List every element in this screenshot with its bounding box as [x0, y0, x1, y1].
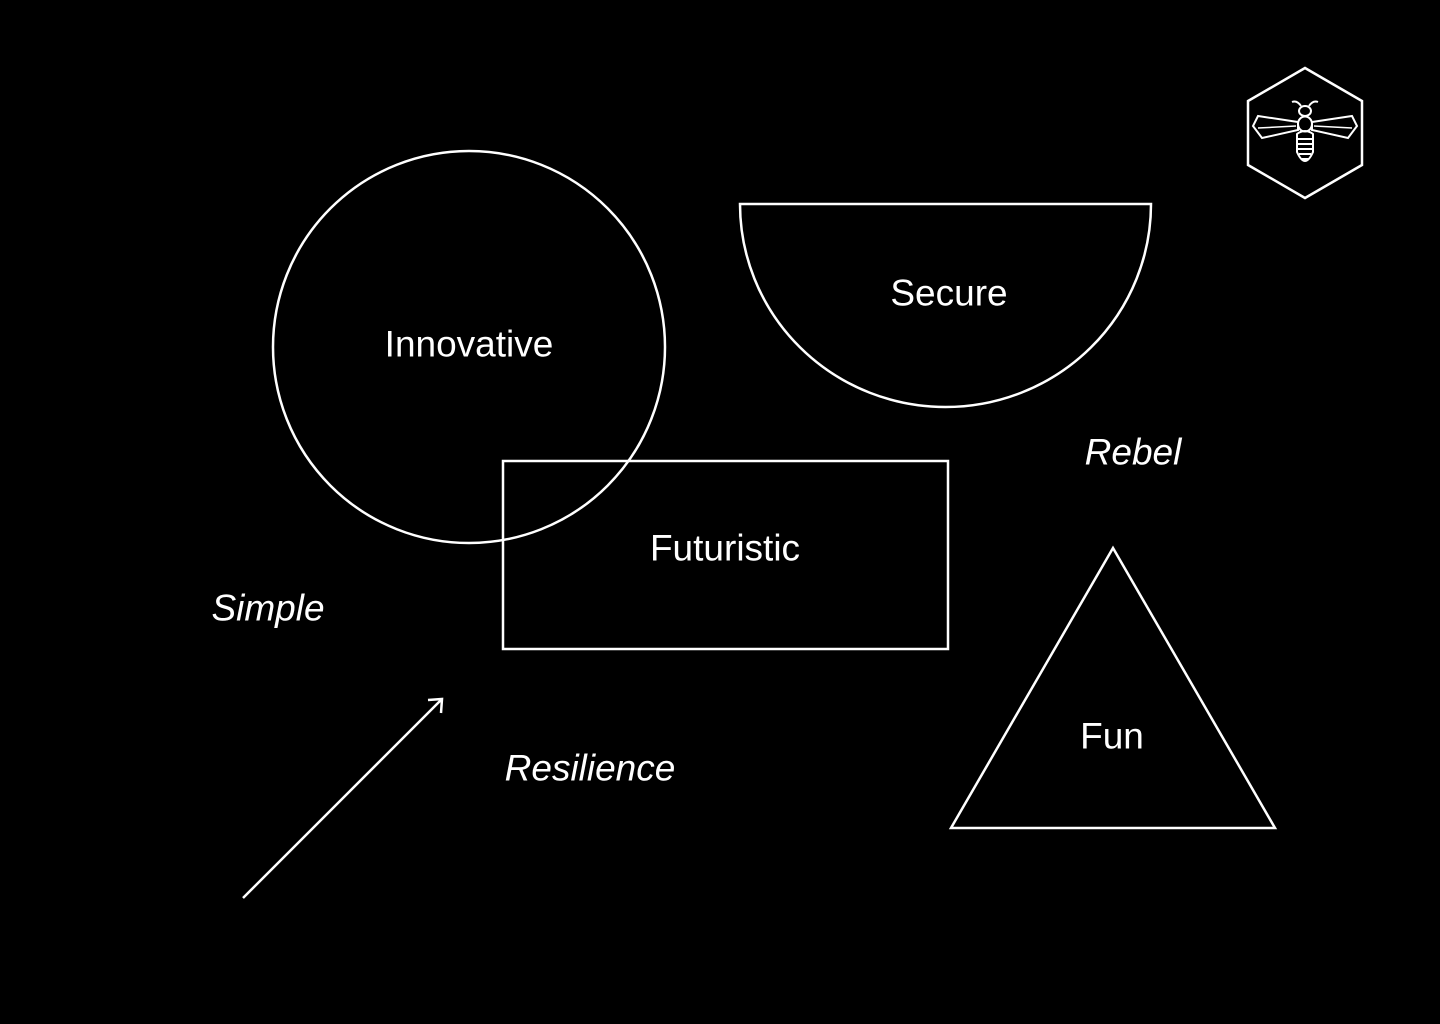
- rebel-label: Rebel: [1084, 431, 1182, 473]
- simple-label: Simple: [211, 587, 325, 629]
- resilience-label: Resilience: [504, 747, 676, 789]
- secure-half-circle: [738, 202, 1153, 409]
- arrow-up-right-icon: [242, 697, 444, 899]
- fun-triangle: [948, 545, 1278, 830]
- bee-hexagon-icon: [1246, 66, 1364, 200]
- futuristic-rectangle: [501, 459, 950, 651]
- fun-label: Fun: [1080, 715, 1144, 757]
- innovative-label: Innovative: [384, 323, 554, 365]
- futuristic-label: Futuristic: [649, 527, 801, 569]
- innovative-circle: [271, 149, 667, 545]
- secure-label: Secure: [890, 272, 1008, 314]
